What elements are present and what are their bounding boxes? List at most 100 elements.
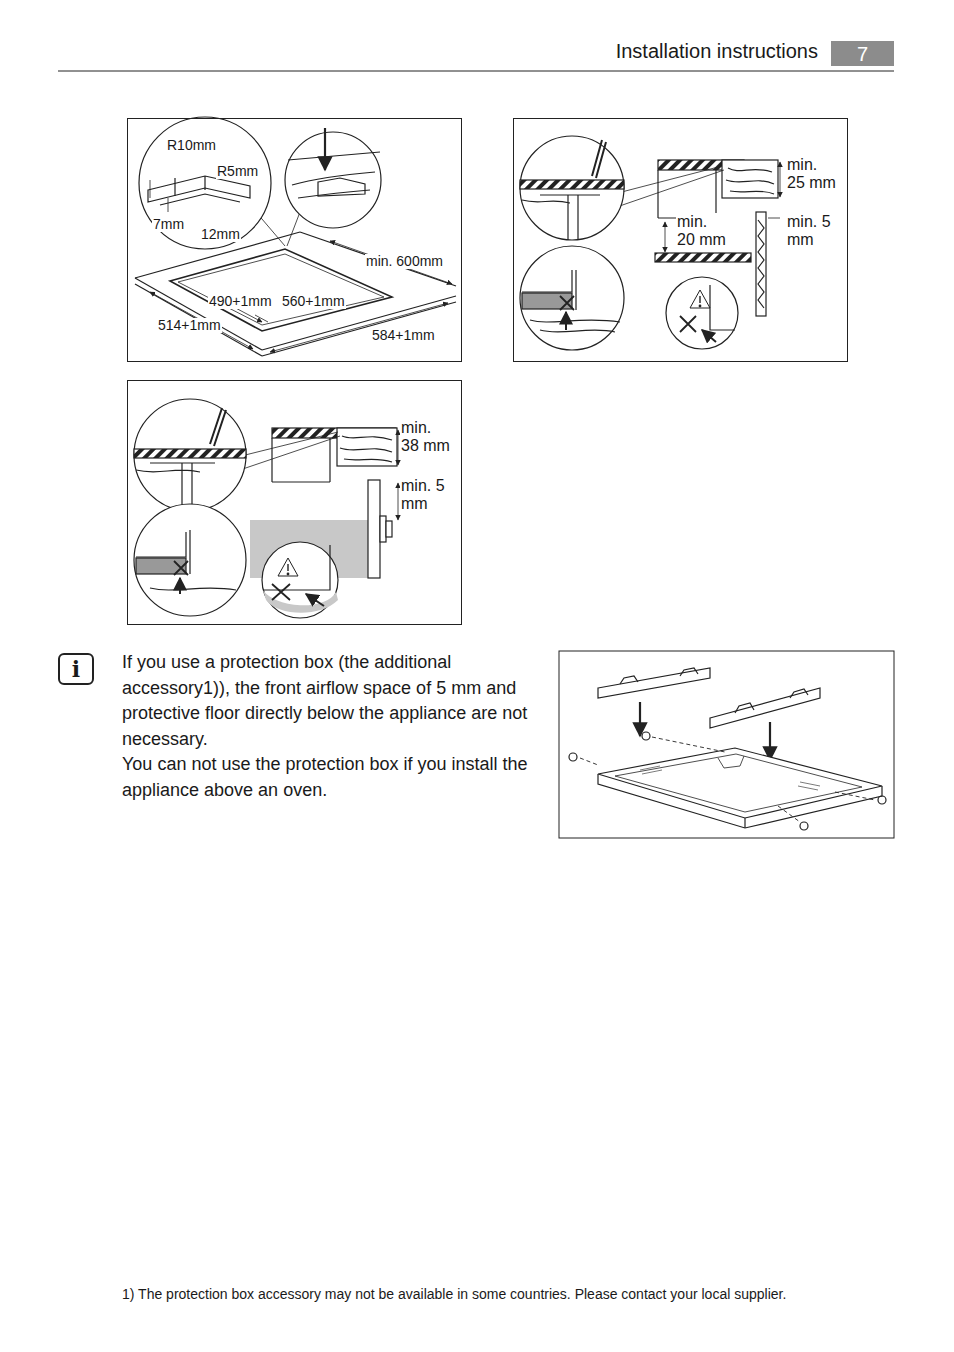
rect-shape xyxy=(368,480,380,578)
protection-box-drawing xyxy=(569,668,886,830)
rect-shape xyxy=(756,212,766,316)
info-paragraph: If you use a protection box (the additio… xyxy=(122,650,547,752)
path-shape xyxy=(174,561,188,575)
oven-clearance-panel: min. 38 mmmin. 5 mm xyxy=(127,380,462,625)
dimension-label: 490+1mm xyxy=(208,294,273,309)
dimension-label: 514+1mm xyxy=(157,318,222,333)
circle-shape xyxy=(666,277,738,349)
footnote: 1) The protection box accessory may not … xyxy=(122,1286,786,1302)
page-number-box: 7 xyxy=(831,41,894,66)
dimension-label: 584+1mm xyxy=(371,328,436,343)
info-paragraph: You can not use the protection box if yo… xyxy=(122,752,547,803)
rect-shape xyxy=(337,428,397,466)
circle-shape xyxy=(139,117,271,249)
path-shape xyxy=(735,689,808,713)
dimension-label: min. 20 mm xyxy=(676,213,730,248)
polygon-shape xyxy=(278,558,298,576)
line-shape xyxy=(168,198,169,212)
circle-shape xyxy=(262,542,338,618)
path-shape xyxy=(175,176,205,196)
path-shape xyxy=(758,220,764,308)
cutout-drawing xyxy=(135,117,456,356)
rect-shape xyxy=(386,521,392,537)
symbol-text: 7 xyxy=(857,44,868,64)
line-shape xyxy=(398,430,399,465)
path-shape xyxy=(210,408,226,446)
path-shape xyxy=(710,688,820,728)
dimension-label: min. 25 mm xyxy=(786,156,840,191)
path-shape xyxy=(580,737,875,822)
cutout-panel: R10mmR5mm7mm12mmmin. 600mm490+1mm560+1mm… xyxy=(127,118,462,362)
path-shape xyxy=(598,668,710,698)
line-shape xyxy=(715,170,716,218)
dimension-label: min. 38 mm xyxy=(400,419,454,454)
line-shape xyxy=(330,241,452,284)
line-shape xyxy=(255,315,268,322)
circle-shape xyxy=(878,796,886,804)
line-shape xyxy=(288,152,380,160)
path-shape xyxy=(710,285,735,330)
path-shape xyxy=(263,590,338,613)
path-shape xyxy=(718,756,744,768)
circle-shape xyxy=(285,132,381,228)
path-shape xyxy=(598,774,882,828)
path-shape xyxy=(522,270,620,332)
path-shape xyxy=(136,530,236,590)
rect-shape xyxy=(722,160,778,198)
path-shape xyxy=(136,463,215,505)
path-shape xyxy=(560,296,574,310)
dimension-label: R5mm xyxy=(216,164,259,179)
circle-shape xyxy=(569,753,577,761)
rect-shape xyxy=(655,253,751,262)
dimension-label: 12mm xyxy=(200,227,241,242)
polygon-shape xyxy=(178,254,384,325)
dimension-label: 560+1mm xyxy=(281,294,346,309)
worktop-section-25 xyxy=(520,136,780,350)
line-shape xyxy=(565,312,567,330)
path-shape xyxy=(522,195,600,240)
info-icon: i xyxy=(58,653,94,685)
path-shape xyxy=(160,194,240,205)
panel-frame xyxy=(559,651,894,838)
line-shape xyxy=(639,702,641,736)
path-shape xyxy=(598,748,882,818)
line-shape xyxy=(665,222,666,252)
line-shape xyxy=(657,170,658,218)
line-shape xyxy=(329,438,330,482)
path-shape xyxy=(640,766,820,790)
worktop-section-38 xyxy=(134,399,398,618)
rect-shape xyxy=(520,180,624,189)
clearance-panel: min. 25 mmmin. 20 mmmin. 5 mm xyxy=(513,118,848,362)
line-shape xyxy=(324,128,326,170)
circle-shape xyxy=(134,399,246,511)
circle-shape xyxy=(287,573,289,575)
line-shape xyxy=(287,564,288,571)
circle-shape xyxy=(800,822,808,830)
path-shape xyxy=(615,754,862,812)
path-shape xyxy=(318,178,365,196)
line-shape xyxy=(768,218,780,219)
circle-shape xyxy=(520,246,624,350)
circle-shape xyxy=(134,504,246,616)
rect-shape xyxy=(134,449,246,458)
path-shape xyxy=(680,316,696,332)
line-shape xyxy=(300,232,456,286)
line-shape xyxy=(699,296,700,303)
path-shape xyxy=(263,545,330,590)
line-shape xyxy=(179,578,181,594)
path-shape xyxy=(148,176,250,202)
dimension-label: min. 600mm xyxy=(365,254,444,269)
path-shape xyxy=(292,172,375,198)
path-shape xyxy=(272,584,290,600)
line-shape xyxy=(769,722,771,760)
line-shape xyxy=(271,438,272,482)
line-shape xyxy=(610,166,722,195)
polygon-shape xyxy=(690,290,710,308)
circle-shape xyxy=(699,305,701,307)
line-shape xyxy=(150,180,151,198)
symbol-text: i xyxy=(72,658,80,680)
path-shape xyxy=(620,668,698,684)
rect-shape xyxy=(380,516,386,542)
path-shape xyxy=(592,140,606,178)
